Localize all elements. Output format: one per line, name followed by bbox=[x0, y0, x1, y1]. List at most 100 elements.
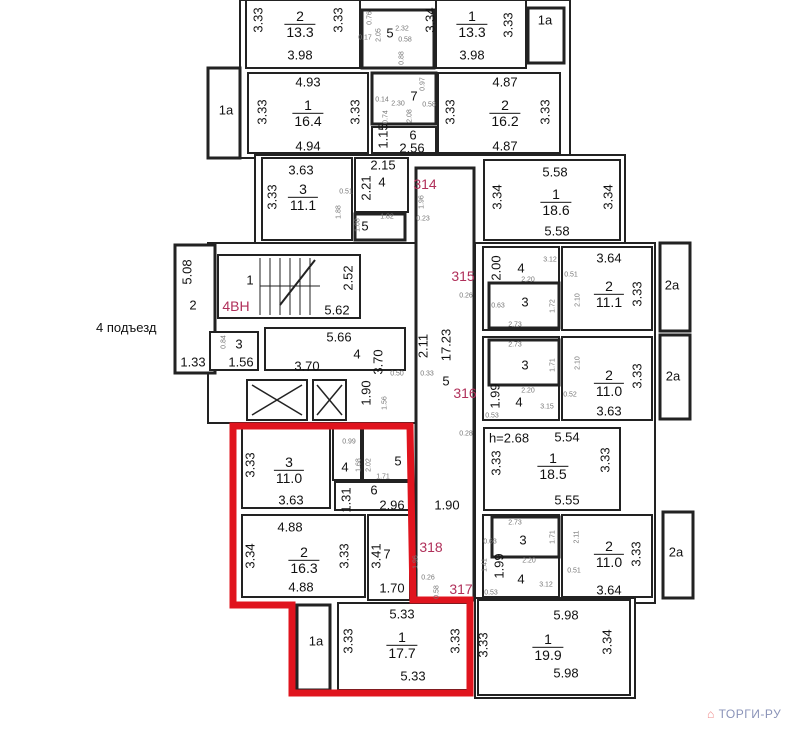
dimension-label: 2.56 bbox=[399, 140, 425, 156]
dimension-label: 7 bbox=[383, 546, 391, 562]
room-number: 1 bbox=[552, 185, 560, 202]
small-dimension-label: 2.73 bbox=[508, 341, 522, 349]
dimension-label: 1a bbox=[218, 102, 234, 118]
small-dimension-label: 3.15 bbox=[540, 403, 554, 411]
room-area: 11.1 bbox=[593, 293, 625, 310]
highlighted-apartment-outline bbox=[229, 422, 474, 697]
dimension-label: 3 bbox=[521, 357, 529, 373]
dimension-label: 2.52 bbox=[340, 265, 356, 291]
dimension-label: 3 bbox=[235, 336, 243, 352]
room-number: 1 bbox=[398, 628, 406, 645]
dimension-label: 1.31 bbox=[338, 487, 354, 513]
small-dimension-label: 0.33 bbox=[420, 370, 434, 378]
small-dimension-label: 0.26 bbox=[421, 574, 435, 582]
apartment-number: 317 bbox=[449, 581, 473, 597]
small-dimension-label: 2.10 bbox=[574, 356, 582, 370]
dimension-label: 3.34 bbox=[489, 184, 505, 210]
room-number: 2 bbox=[296, 7, 304, 24]
room-area: 13.3 bbox=[456, 23, 488, 40]
room-2-11-1 bbox=[561, 246, 653, 331]
dimension-label: 3.34 bbox=[242, 543, 258, 569]
room-area: 18.6 bbox=[540, 201, 572, 218]
dimension-label: 1.90 bbox=[434, 497, 460, 513]
room-area: 13.3 bbox=[284, 23, 316, 40]
dimension-label: 2a bbox=[665, 368, 681, 384]
small-dimension-label: 0.99 bbox=[342, 438, 356, 446]
dimension-label: 3.33 bbox=[475, 632, 491, 658]
small-dimension-label: 2.02 bbox=[365, 458, 373, 472]
room-5-314 bbox=[353, 212, 407, 242]
small-dimension-label: 1.96 bbox=[418, 195, 426, 209]
dimension-label: 5.08 bbox=[179, 259, 195, 285]
dimension-label: 3.33 bbox=[629, 281, 645, 307]
dimension-label: 5 bbox=[386, 25, 394, 41]
small-dimension-label: 1.68 bbox=[355, 458, 363, 472]
dimension-label: 3.33 bbox=[336, 543, 352, 569]
dimension-label: 3.33 bbox=[628, 541, 644, 567]
dimension-label: 4.94 bbox=[295, 138, 321, 154]
dimension-label: 3 bbox=[521, 294, 529, 310]
dimension-label: 3.33 bbox=[347, 99, 363, 125]
dimension-label: 3.33 bbox=[242, 452, 258, 478]
room-number: 1 bbox=[549, 449, 557, 466]
room-area: 11.0 bbox=[273, 469, 305, 486]
balcony-1a-left bbox=[206, 66, 242, 160]
dimension-label: 4.88 bbox=[288, 579, 314, 595]
balcony-2a-1 bbox=[658, 241, 692, 333]
dimension-label: 1.56 bbox=[228, 354, 254, 370]
dimension-label: 3.33 bbox=[597, 447, 613, 473]
small-dimension-label: 2.20 bbox=[522, 557, 536, 565]
room-7-318 bbox=[367, 514, 411, 601]
balcony-1a-318 bbox=[295, 603, 332, 692]
dimension-label: 1a bbox=[537, 12, 553, 28]
dimension-label: 3.33 bbox=[537, 99, 553, 125]
small-dimension-label: 1.82 bbox=[380, 213, 394, 221]
small-dimension-label: 0.97 bbox=[419, 77, 427, 91]
room-7 bbox=[370, 71, 438, 126]
balcony-2a-2 bbox=[658, 333, 692, 421]
small-dimension-label: 0.51 bbox=[339, 188, 353, 196]
dimension-label: 5.98 bbox=[553, 665, 579, 681]
dimension-label: 5.58 bbox=[544, 223, 570, 239]
house-icon: ⌂ bbox=[707, 707, 715, 721]
dimension-label: 5.55 bbox=[554, 492, 580, 508]
dimension-label: 3.63 bbox=[596, 403, 622, 419]
dimension-label: 3.63 bbox=[278, 492, 304, 508]
room-6 bbox=[371, 126, 437, 154]
small-dimension-label: 0.63 bbox=[491, 302, 505, 310]
dimension-label: 5.33 bbox=[389, 606, 415, 622]
dimension-label: 5 bbox=[394, 453, 402, 469]
dimension-label: 4 bbox=[517, 571, 525, 587]
dimension-label: 4.87 bbox=[492, 138, 518, 154]
room-number: 2 bbox=[501, 96, 509, 113]
dimension-label: 3.33 bbox=[330, 7, 346, 33]
dimension-label: 5 bbox=[361, 218, 369, 234]
dimension-label: 2a bbox=[664, 277, 680, 293]
dimension-label: 3.33 bbox=[250, 7, 266, 33]
small-dimension-label: 0.53 bbox=[485, 412, 499, 420]
room-area: 16.4 bbox=[292, 112, 324, 129]
dimension-label: h=2.68 bbox=[488, 430, 530, 446]
dimension-label: 5.66 bbox=[326, 329, 352, 345]
dimension-label: 2.21 bbox=[358, 175, 374, 201]
small-dimension-label: 0.50 bbox=[390, 370, 404, 378]
room-area: 19.9 bbox=[532, 646, 564, 663]
small-dimension-label: 1.72 bbox=[549, 299, 557, 313]
dimension-label: 3.33 bbox=[442, 99, 458, 125]
room-5-top bbox=[360, 8, 436, 70]
small-dimension-label: 0.23 bbox=[416, 215, 430, 223]
dimension-label: 1.99 bbox=[491, 553, 507, 579]
room-4-314 bbox=[354, 157, 409, 213]
dimension-label: 2.11 bbox=[415, 333, 431, 359]
dimension-label: 3 bbox=[519, 532, 527, 548]
dimension-label: 4.93 bbox=[295, 74, 321, 90]
small-dimension-label: 1.08 bbox=[354, 218, 362, 232]
small-dimension-label: 2.73 bbox=[508, 519, 522, 527]
dimension-label: 1a bbox=[308, 633, 324, 649]
